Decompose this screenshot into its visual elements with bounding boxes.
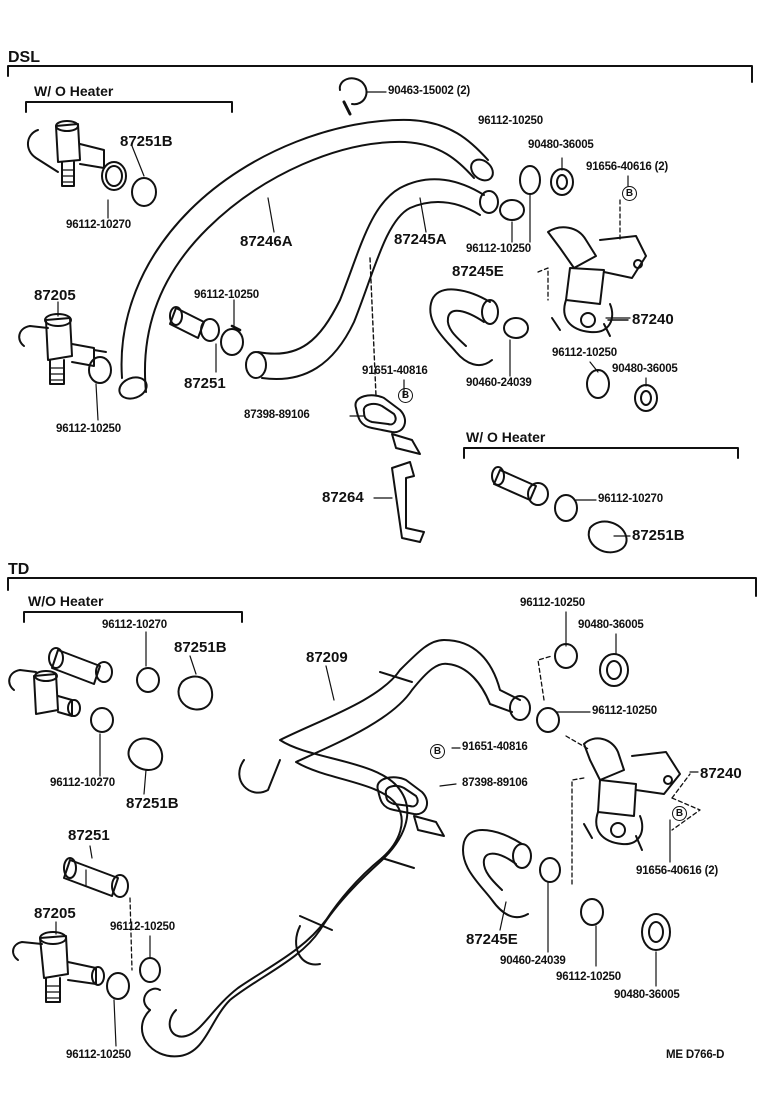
part-number-label: 90480-36005	[614, 989, 680, 1001]
part-number-label: 87251	[68, 827, 110, 844]
part-number-label: 90460-24039	[466, 377, 532, 389]
part-number-label: 87251	[184, 375, 226, 392]
td-wo-heater-label: W/O Heater	[28, 593, 104, 609]
part-number-label: 87240	[700, 765, 742, 782]
heater-valve-87240	[547, 226, 647, 337]
part-number-label: 91656-40616 (2)	[636, 865, 719, 877]
part-number-label: 87240	[632, 311, 674, 328]
part-number-label: 96112-10270	[66, 219, 131, 231]
part-number-label: 91656-40616 (2)	[586, 161, 669, 173]
part-number-label: 87245E	[452, 263, 504, 280]
part-number-label: 96112-10250	[520, 597, 585, 609]
part-number-label: 87205	[34, 287, 76, 304]
part-number-label: 96112-10250	[556, 971, 621, 983]
part-number-label: 96112-10250	[66, 1049, 131, 1061]
part-number-label: 87245E	[466, 931, 518, 948]
td-hose-clamp-bracket	[376, 776, 445, 837]
part-number-label: 96112-10250	[478, 115, 543, 127]
section-title-td: TD	[8, 561, 30, 578]
part-number-label: 87398-89106	[244, 409, 310, 421]
part-number-label: 87251B	[632, 527, 685, 544]
drawing-code: ME D766-D	[666, 1049, 725, 1061]
part-number-label: 96112-10250	[466, 243, 531, 255]
td-clamps	[90, 643, 671, 1000]
part-number-label: 87251B	[120, 133, 173, 150]
hose-87245e	[429, 288, 499, 367]
part-number-label: 91651-40816	[362, 365, 428, 377]
part-number-label: 96112-10250	[552, 347, 617, 359]
part-number-label: 96112-10270	[50, 777, 115, 789]
callout-b-badge: B	[398, 386, 413, 403]
part-number-label: 90460-24039	[500, 955, 566, 967]
part-number-label: 96112-10270	[598, 493, 663, 505]
callout-b-badge: B	[430, 742, 445, 759]
td-wo-heater-parts	[8, 647, 214, 771]
part-number-label: 87205	[34, 905, 76, 922]
part-number-label: 87209	[306, 649, 348, 666]
part-number-label: 87264	[322, 489, 364, 506]
part-number-label: 96112-10250	[56, 423, 121, 435]
td-section-bracket	[7, 577, 757, 623]
part-number-label: 96112-10270	[102, 619, 167, 631]
part-number-label: 90480-36005	[612, 363, 678, 375]
heater-valve-87240-td	[583, 737, 681, 851]
hose-87245e-td	[461, 828, 532, 919]
dsl-stay-87264	[391, 461, 425, 543]
part-number-label: 87251B	[126, 795, 179, 812]
part-number-label: 96112-10250	[194, 289, 259, 301]
part-number-label: 96112-10250	[592, 705, 657, 717]
part-number-label: 87251B	[174, 639, 227, 656]
part-number-label: 90480-36005	[578, 619, 644, 631]
td-dashed-leaders	[129, 655, 701, 971]
callout-b-badge: B	[622, 184, 637, 201]
dsl-wo-heater-fitting	[27, 120, 157, 207]
dsl-wo-heater-label-right: W/ O Heater	[466, 429, 546, 445]
part-number-label: 96112-10250	[110, 921, 175, 933]
td-fitting-87205	[12, 931, 105, 1003]
part-number-label: 87398-89106	[462, 777, 528, 789]
dsl-hose-clamp-bracket	[354, 257, 421, 455]
dsl-wo-heater-label-left: W/ O Heater	[34, 83, 114, 99]
dsl-fitting-87205	[18, 313, 112, 385]
leader-lines	[55, 91, 699, 1047]
part-number-label: 90463-15002 (2)	[388, 85, 471, 97]
hose-87246a	[118, 118, 494, 400]
hose-87209	[140, 639, 531, 1058]
part-number-label: 87245A	[394, 231, 447, 248]
callout-b-badge: B	[672, 804, 687, 821]
dsl-fitting-87251	[169, 306, 244, 356]
hose-87245a	[245, 178, 499, 380]
part-number-label: 90480-36005	[528, 139, 594, 151]
section-title-dsl: DSL	[8, 49, 40, 66]
dsl-section-bracket	[7, 65, 753, 459]
td-fitting-87251	[63, 857, 129, 898]
dsl-dashed-leaders	[537, 199, 621, 301]
part-number-label: 87246A	[240, 233, 293, 250]
dsl-wo-heater-right-parts	[491, 466, 628, 554]
part-number-label: 91651-40816	[462, 741, 528, 753]
